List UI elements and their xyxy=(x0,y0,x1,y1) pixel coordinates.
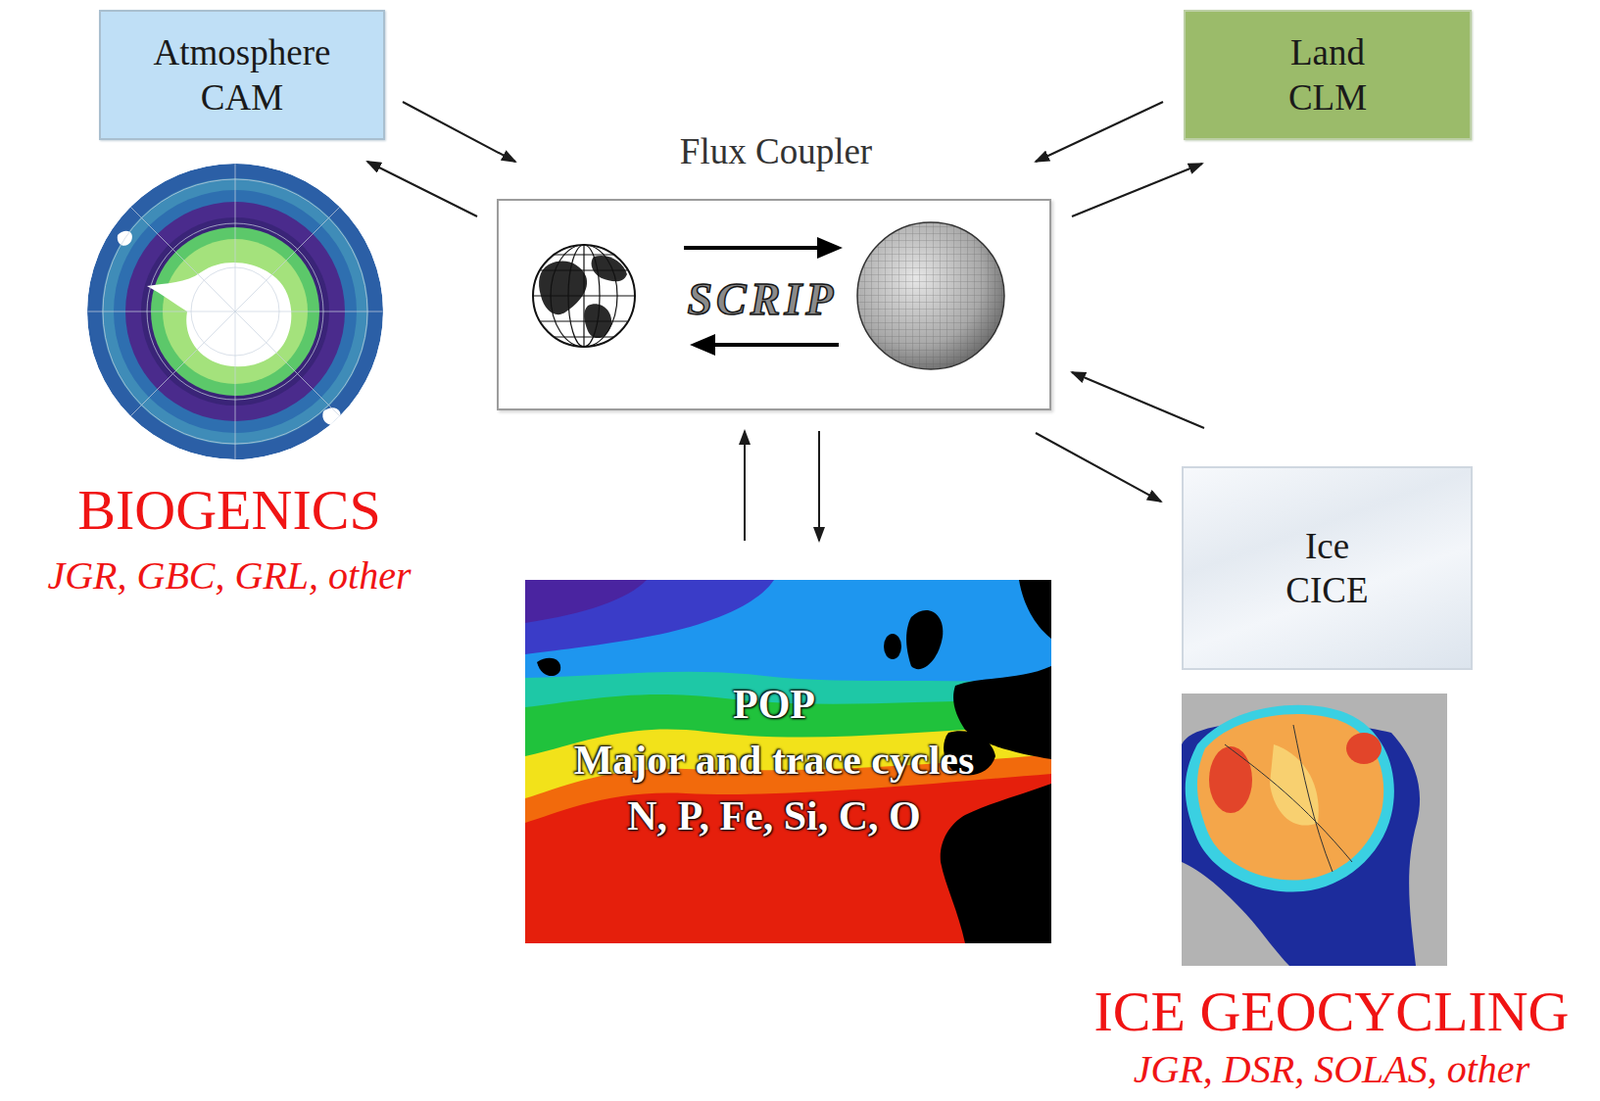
flux-arrow xyxy=(1035,433,1162,502)
globe-grid xyxy=(533,244,635,347)
island xyxy=(322,407,340,425)
contour xyxy=(1293,725,1333,873)
map-land xyxy=(1018,580,1052,639)
regrid-arrowhead xyxy=(689,334,716,356)
map-band xyxy=(525,580,1052,824)
flux-arrow xyxy=(818,431,821,541)
node-title: Ice CICE xyxy=(1273,524,1382,613)
map-ocean xyxy=(87,163,384,460)
node-title: Land CLM xyxy=(1268,30,1387,119)
thick-ice xyxy=(1346,732,1382,765)
regrid-illustration xyxy=(533,222,1005,370)
node-text: SCRIP xyxy=(687,272,838,327)
model-box: Land CLM xyxy=(1183,9,1472,141)
map-band xyxy=(525,580,647,624)
globe-outline xyxy=(857,222,1005,370)
globe-mesh xyxy=(857,222,1005,370)
regrid-arrowhead xyxy=(817,237,843,259)
coupler-box: Flux CouplerSCRIP xyxy=(496,198,1052,411)
map-land xyxy=(883,633,902,660)
map-warm-water xyxy=(525,580,1052,944)
map-band xyxy=(525,580,775,655)
regrid-arrow xyxy=(711,342,839,347)
contour xyxy=(1224,744,1353,863)
node-title: Flux Coupler xyxy=(679,130,873,174)
node-title: POP xyxy=(732,677,816,733)
globe-wireframe xyxy=(533,244,635,347)
antarctic-map xyxy=(87,163,384,460)
sea-ice xyxy=(1197,714,1384,881)
map-land xyxy=(940,783,1052,944)
section-heading: BIOGENICS xyxy=(77,476,381,545)
flux-arrow xyxy=(1071,372,1205,429)
flux-arrow xyxy=(367,161,478,217)
journal-list: JGR, GBC, GRL, other xyxy=(47,552,411,600)
thick-ice xyxy=(1209,746,1253,814)
flux-arrow xyxy=(1035,101,1164,162)
ice-band xyxy=(1269,744,1319,826)
ocean-model-panel: POPMajor and trace cycles N, P, Fe, Si, … xyxy=(525,580,1052,944)
map-ocean xyxy=(1181,693,1448,967)
flux-arrow xyxy=(743,431,746,541)
ice-edge xyxy=(1185,705,1395,893)
antarctica xyxy=(146,262,291,367)
flux-arrow xyxy=(1071,163,1203,217)
map-land xyxy=(1181,693,1448,967)
map-band xyxy=(525,580,1052,686)
regrid-arrow xyxy=(683,245,822,250)
node-text: Major and trace cycles N, P, Fe, Si, C, … xyxy=(561,732,988,844)
globe-grid-sphere xyxy=(857,222,1005,370)
flux-arrow xyxy=(402,101,516,162)
model-box: Ice CICE xyxy=(1181,466,1473,671)
journal-list: JGR, DSR, SOLAS, other xyxy=(1133,1046,1530,1094)
map-land xyxy=(536,658,561,677)
globe-continents xyxy=(538,255,628,339)
map-land xyxy=(906,610,943,670)
ocean-temperature-map xyxy=(525,580,1052,944)
model-box: Atmosphere CAM xyxy=(98,9,386,141)
section-heading: ICE GEOCYCLING xyxy=(1094,977,1570,1047)
graticule xyxy=(87,163,384,460)
arctic-ice-map xyxy=(1181,693,1448,967)
node-title: Atmosphere CAM xyxy=(134,30,350,119)
